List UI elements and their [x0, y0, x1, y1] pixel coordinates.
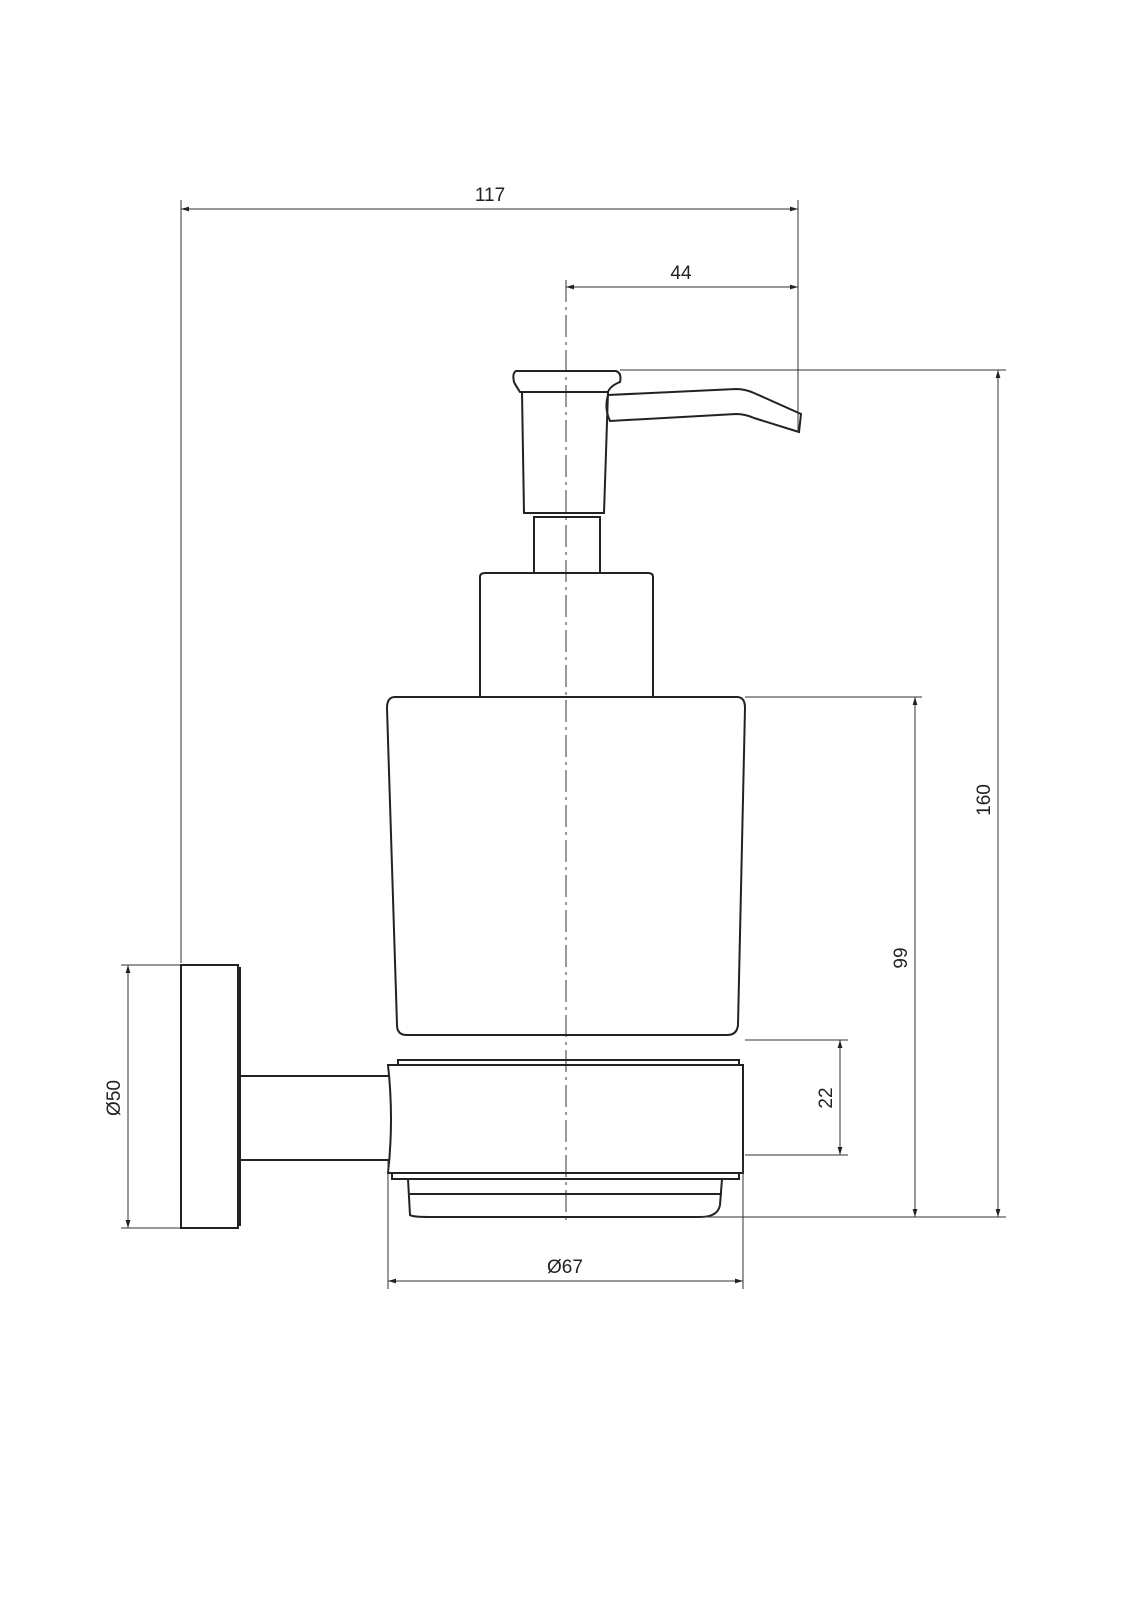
pump-head — [512, 370, 803, 514]
holder-arm — [240, 1075, 390, 1161]
dimension-container-diameter: Ø67 — [387, 1160, 744, 1289]
container-base — [407, 1178, 723, 1218]
dimension-label-99: 99 — [891, 947, 912, 968]
dimension-overall-width: 117 — [180, 185, 799, 963]
dimension-label-117: 117 — [475, 185, 505, 206]
pump-spout — [605, 387, 803, 434]
wall-plate — [180, 964, 241, 1229]
pump-stem — [533, 516, 601, 574]
glass-container — [385, 696, 747, 1036]
dimension-label-160: 160 — [974, 784, 995, 816]
holder-ring — [386, 1059, 744, 1180]
dimension-label-d67: Ø67 — [547, 1257, 583, 1278]
dimension-label-22: 22 — [816, 1087, 837, 1108]
dimension-plate-diameter: Ø50 — [104, 964, 180, 1229]
dimension-label-d50: Ø50 — [104, 1080, 125, 1116]
dimension-spout-reach: 44 — [566, 263, 798, 290]
dimension-container-height: 99 — [745, 696, 922, 1217]
dimension-label-44: 44 — [670, 263, 692, 284]
dimension-ring-height: 22 — [745, 1039, 848, 1156]
dimension-overall-height: 160 — [620, 369, 1006, 1218]
